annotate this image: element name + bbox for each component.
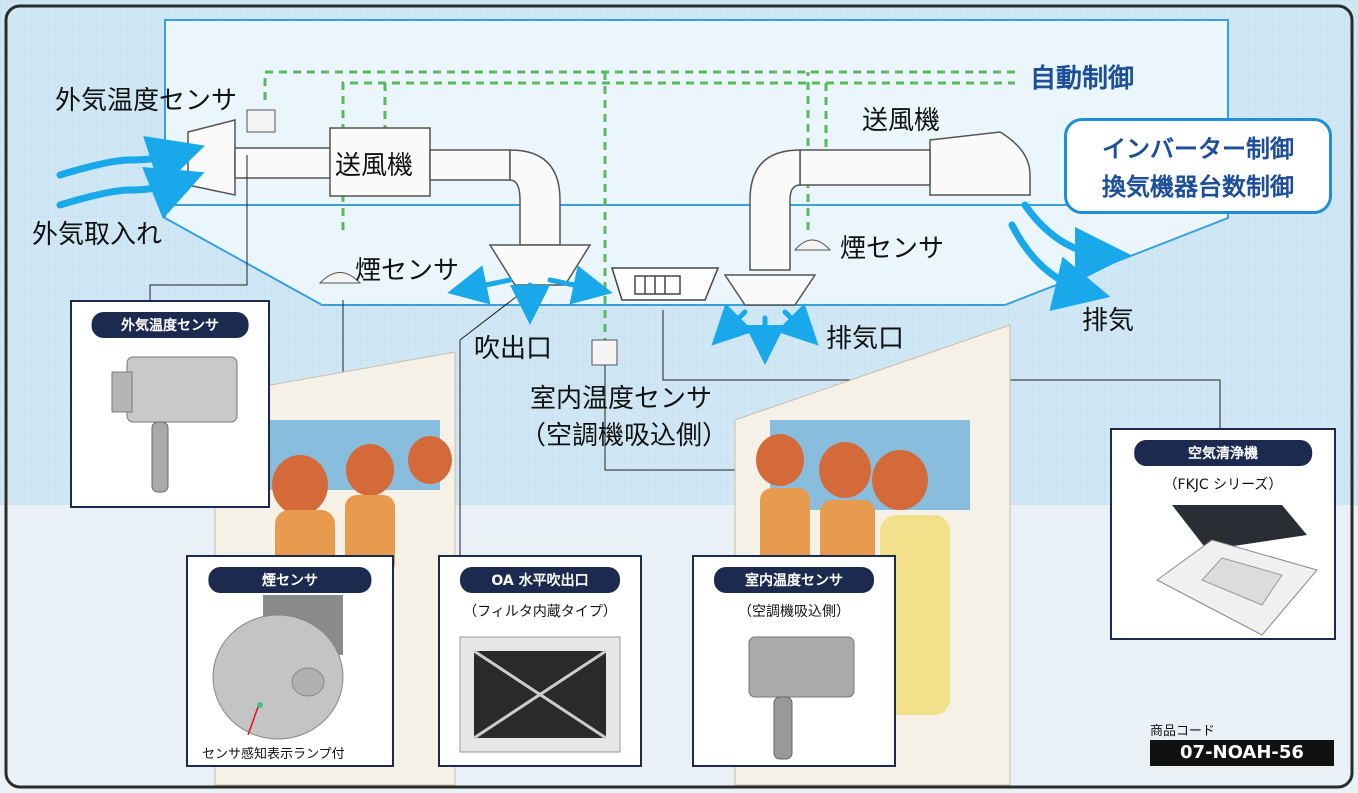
air-purifier-image	[1156, 505, 1318, 636]
exhaust-outlet-label: 排気口	[826, 324, 905, 354]
indoor-temp-sensor-image	[748, 636, 855, 760]
smoke-sensor-right-label: 煙センサ	[840, 234, 945, 264]
air-purifier-card-subtitle: （FKJC シリーズ）	[1163, 477, 1283, 493]
indoor-temp-sensor-label-line1: 室内温度センサ	[530, 384, 713, 414]
oa-outlet-card-subtitle: （フィルタ内蔵タイプ）	[463, 604, 617, 620]
blower-right-label: 送風機	[862, 106, 941, 136]
blower-left-label: 送風機	[335, 145, 414, 182]
ceiling-air-purifier	[610, 267, 720, 301]
smoke-sensor-card: 煙センサ センサ感知表示ランプ付	[186, 555, 394, 767]
auto-control-label: 自動制御	[1030, 64, 1135, 94]
air-purifier-card-title: 空気清浄機	[1134, 440, 1312, 466]
outdoor-temp-sensor-label: 外気温度センサ	[55, 86, 238, 116]
product-code-label: 商品コード	[1150, 724, 1216, 739]
smoke-sensor-card-title: 煙センサ	[208, 567, 372, 593]
indoor-temp-sensor-card: 室内温度センサ （空調機吸込側）	[692, 555, 896, 767]
outer-frame	[4, 4, 1354, 789]
outdoor-temp-sensor-device	[246, 109, 276, 133]
air-purifier-card: 空気清浄機 （FKJC シリーズ）	[1110, 428, 1336, 640]
air-outlet-label: 吹出口	[474, 334, 553, 364]
airflow-arrows	[56, 135, 1131, 365]
ceiling-sensors	[318, 239, 832, 366]
oa-outlet-card-title: OA 水平吹出口	[460, 567, 620, 593]
outdoor-temp-sensor-image	[111, 356, 238, 493]
indoor-temp-sensor-label-line2: （空調機吸込側）	[520, 421, 729, 451]
exhaust-label: 排気	[1082, 306, 1135, 336]
oa-outlet-image	[459, 636, 621, 753]
oa-outlet-card: OA 水平吹出口 （フィルタ内蔵タイプ）	[438, 555, 642, 767]
control-inverter-text: インバーター制御	[1102, 135, 1294, 163]
product-code-value: 07-NOAH-56	[1150, 740, 1334, 766]
control-unit-count-text: 換気機器台数制御	[1102, 173, 1294, 201]
smoke-sensor-left-label: 煙センサ	[355, 256, 460, 286]
smoke-sensor-card-caption: センサ感知表示ランプ付	[202, 747, 345, 762]
outdoor-air-intake-label: 外気取入れ	[32, 220, 163, 250]
exhaust-duct	[723, 131, 1031, 306]
indoor-temp-sensor-card-title: 室内温度センサ	[714, 567, 874, 593]
smoke-sensor-image	[212, 595, 344, 740]
control-method-box: インバーター制御 換気機器台数制御	[1064, 118, 1332, 214]
indoor-temp-sensor-card-subtitle: （空調機吸込側）	[738, 604, 850, 620]
outdoor-temp-sensor-card-title: 外気温度センサ	[91, 312, 249, 338]
outdoor-temp-sensor-card: 外気温度センサ	[70, 300, 270, 508]
